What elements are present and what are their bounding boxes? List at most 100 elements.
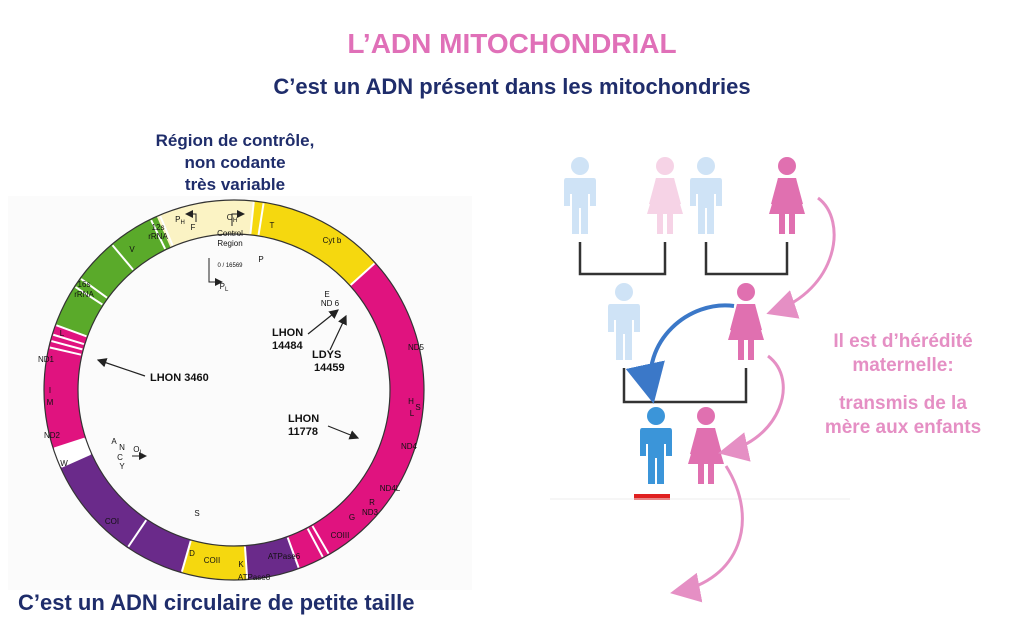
gene-atpase8-label: ATPase8 (238, 573, 271, 582)
trna-m-label: M (47, 398, 54, 407)
lhon11778-arrow (327, 425, 360, 440)
ring-separator-tick (159, 215, 174, 246)
trna-n-label: N (119, 443, 125, 452)
mutation-lhon14484-label: LHON (272, 327, 303, 339)
inheritance-arrow-mother-son (625, 303, 735, 404)
control-region-label: Control (217, 229, 243, 238)
ring-separator-tick (58, 447, 89, 462)
rrna12-label: 12s (152, 223, 165, 232)
ph-arrow (185, 210, 197, 222)
trna-g-label: G (349, 513, 355, 522)
ring-separator-tick (51, 340, 83, 351)
oh-label: OH (227, 213, 238, 224)
ring-separator-tick (350, 262, 376, 286)
parents-couple-link (622, 368, 748, 404)
control-region-label: Region (217, 239, 242, 248)
mutation-lhon11778-label: LHON (288, 413, 319, 425)
genome-position-label: 0 / 16569 (217, 263, 243, 269)
control-region-note-line: non codante (184, 153, 286, 172)
daughter-figure (688, 407, 724, 484)
ring-separator-tick (286, 537, 300, 568)
inheritance-arrow-grandmother-mother (766, 196, 836, 319)
ring-separator-tick (243, 546, 249, 579)
control-region-note-line: Région de contrôle, (155, 131, 315, 150)
control-region-note: Région de contrôle, non codante très var… (100, 130, 370, 196)
trna-w-label: W (60, 459, 68, 468)
ring-separator-tick (249, 201, 255, 234)
gene-nd2-label: ND2 (44, 431, 61, 440)
ring-separator-tick (74, 286, 103, 306)
mutation-lhon11778-label: 11778 (288, 426, 318, 438)
ring-separators (49, 201, 376, 579)
son-marker-bar (634, 494, 670, 500)
mutation-ldys-label: LDYS (312, 349, 341, 361)
heredity-line: maternelle: (852, 355, 954, 376)
ring-separator-tick (80, 278, 108, 299)
mutation-ldys-label: 14459 (314, 362, 345, 374)
pl-label: PL (220, 282, 229, 293)
heredity-line: mère aux enfants (824, 417, 982, 438)
rrna-segment (55, 216, 171, 338)
inheritance-arrow-daughter-next (670, 465, 744, 603)
rrna16-label: rRNA (74, 290, 94, 299)
heredity-line: Il est d’hérédité (833, 331, 973, 352)
coii-segment (127, 519, 192, 573)
coiii-segment (244, 536, 299, 580)
mtdna-map: Control Region 0 / 16569 OH PH PL OL T P… (8, 196, 472, 590)
maternal-couple-link (704, 242, 789, 276)
son-figure (640, 407, 672, 484)
heredity-text: Il est d’hérédité maternelle: transmis d… (788, 330, 1018, 440)
coi-segment (60, 453, 148, 548)
rrna16-label: 16s (78, 280, 91, 289)
trna-cluster-segment (53, 438, 92, 468)
trna-e-label: E (324, 290, 329, 299)
ring-separator-tick (311, 525, 330, 555)
nd-complex-segment (311, 262, 424, 555)
ring-separator-tick (53, 437, 85, 450)
gene-coiii-label: COIII (331, 531, 350, 540)
ring-separator-tick (150, 219, 167, 250)
gene-coi-label: COI (105, 517, 119, 526)
lhon3460-arrow (96, 358, 146, 377)
ring-separator-tick (180, 540, 192, 572)
page-subtitle: C’est un ADN présent dans les mitochondr… (273, 74, 751, 99)
trna-k-label: K (238, 560, 244, 569)
ring-separator-tick (60, 452, 91, 468)
control-region-note-line: très variable (184, 175, 286, 194)
mutation-lhon3460-label: LHON 3460 (150, 372, 209, 384)
trna-h-label: H (408, 397, 414, 406)
paternal-couple-link (578, 242, 667, 276)
trna-p-label: P (258, 255, 263, 264)
trna-s-label: S (194, 509, 199, 518)
gene-atpase6-label: ATPase6 (268, 552, 301, 561)
trna-l-label: L (60, 329, 65, 338)
ring-separator-tick (56, 442, 87, 456)
ph-label: PH (175, 215, 185, 226)
atpase-segment (181, 539, 248, 580)
gene-nd4-label: ND4 (401, 442, 418, 451)
pl-arrow (208, 258, 223, 286)
ring-outer-border (43, 199, 425, 581)
trna-d-label: D (189, 549, 195, 558)
gene-nd4l-label: ND4L (380, 484, 401, 493)
grandfather-maternal-figure (690, 157, 722, 234)
grandmother-maternal-figure (769, 157, 805, 234)
ldys-arrow (329, 314, 347, 351)
gene-cytb-label: Cyt b (323, 236, 342, 245)
grandmother-paternal-figure (647, 157, 683, 234)
trna-r-label: R (369, 498, 375, 507)
bottom-caption: C’est un ADN circulaire de petite taille (18, 590, 415, 615)
cytb-segment (249, 201, 376, 286)
ring-separator-tick (306, 528, 324, 558)
father-figure (608, 283, 640, 360)
trna-s2-label: S (415, 403, 420, 412)
gene-nd3-label: ND3 (362, 508, 379, 517)
gene-nd6-label: ND 6 (321, 299, 340, 308)
ring-separator-tick (257, 203, 265, 236)
ring-separator-tick (56, 324, 87, 338)
ring-separator-tick (49, 346, 82, 356)
trna-f-label: F (191, 223, 196, 232)
page-title: L’ADN MITOCHONDRIAL (347, 28, 677, 59)
trna-l2-label: L (410, 409, 415, 418)
trna-a-label: A (111, 437, 117, 446)
